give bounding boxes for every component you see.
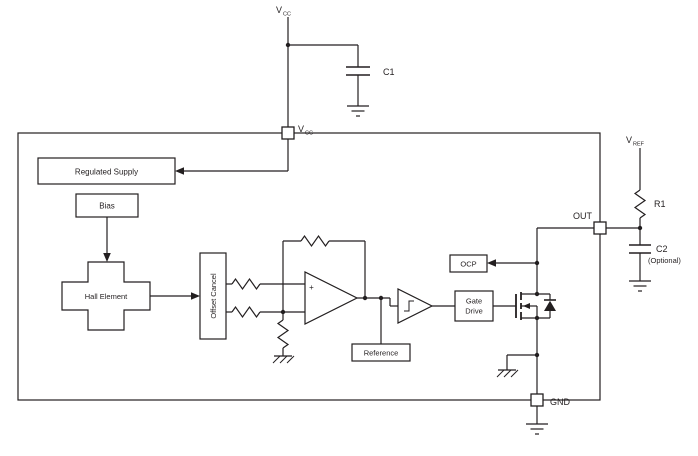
- vcc-pin-pad: [281, 126, 295, 140]
- bias-label: Bias: [99, 202, 115, 211]
- regulated-supply-box: [37, 157, 176, 185]
- reference-block: Reference: [351, 298, 411, 362]
- vcc-supply-rail: V CC: [276, 5, 359, 127]
- body-diode: [544, 294, 556, 318]
- reference-label: Reference: [364, 349, 399, 358]
- vref-label-sub: REF: [633, 142, 645, 148]
- hall-element-cross: [61, 261, 151, 331]
- gate-drive-label-line2: Drive: [465, 307, 483, 316]
- hall-element-block: Hall Element: [61, 261, 200, 331]
- gate-drive-label-line1: Gate: [466, 297, 482, 306]
- gate-drive-box: [454, 290, 494, 322]
- vref-label: V: [626, 135, 632, 145]
- vcc-pin: V CC: [281, 124, 313, 140]
- gnd-pin: GND: [526, 393, 571, 435]
- vcc-pin-label-sub: CC: [305, 131, 313, 137]
- arrowhead: [191, 292, 200, 300]
- ground-symbol: [629, 280, 651, 292]
- regulated-supply-block: Regulated Supply: [37, 139, 289, 185]
- offset-cancel-block: Offset Cancel: [199, 252, 227, 340]
- hysteresis-icon: [404, 300, 414, 312]
- gnd-pin-pad: [530, 393, 544, 407]
- reference-box: [351, 343, 411, 362]
- resistor-zigzag: [231, 305, 261, 319]
- resistor-r1: V REF R1: [626, 135, 666, 228]
- chassis-ground-symbol: [272, 355, 295, 364]
- schmitt-triangle: [397, 288, 434, 324]
- op-amp: +: [304, 271, 398, 325]
- ic-boundary: [17, 132, 601, 401]
- regulated-supply-label: Regulated Supply: [75, 168, 138, 177]
- ocp-label: OCP: [460, 260, 476, 269]
- ground-symbol: [526, 423, 548, 435]
- out-pin: OUT: [537, 211, 643, 235]
- out-label: OUT: [573, 211, 593, 221]
- arrowhead: [487, 259, 496, 267]
- ocp-box: [449, 254, 488, 273]
- arrowhead: [103, 253, 111, 262]
- vcc-top-label-sub: CC: [283, 12, 291, 18]
- capacitor-c1: C1: [346, 66, 395, 117]
- op-amp-triangle: [304, 271, 359, 325]
- offset-cancel-label: Offset Cancel: [209, 273, 218, 319]
- gate-drive-block: Gate Drive: [454, 290, 516, 322]
- r1-label: R1: [654, 199, 666, 209]
- resistor-zigzag: [231, 277, 261, 291]
- junction-dot: [534, 291, 540, 297]
- bias-block: Bias: [75, 193, 139, 262]
- resistor-zigzag: [276, 319, 290, 349]
- ground-symbol: [347, 105, 369, 117]
- c1-label: C1: [383, 67, 395, 77]
- diode-triangle: [544, 300, 556, 311]
- mosfet-bulk-arrow: [523, 303, 530, 309]
- op-amp-plus-input: +: [309, 283, 314, 292]
- schmitt-trigger: [397, 288, 455, 324]
- gnd-label: GND: [550, 397, 571, 407]
- chassis-ground-symbol: [496, 369, 519, 378]
- resistor-zigzag: [300, 234, 330, 248]
- ocp-block: OCP: [449, 254, 540, 273]
- vcc-pin-label: V: [298, 124, 304, 134]
- output-mosfet: [515, 228, 550, 394]
- arrowhead: [175, 167, 184, 175]
- offset-cancel-box: [199, 252, 227, 340]
- out-pin-pad: [593, 221, 607, 235]
- hall-element-label: Hall Element: [85, 292, 128, 301]
- c2-label: C2: [656, 244, 668, 254]
- feedback-resistor: [282, 234, 368, 312]
- vcc-top-label: V: [276, 5, 282, 15]
- capacitor-c2: C2 (Optional): [629, 228, 681, 292]
- internal-ground-stub: [496, 352, 540, 378]
- c2-optional-label: (Optional): [648, 256, 681, 265]
- resistor-zigzag: [633, 189, 647, 219]
- ground-resistor: [272, 312, 295, 364]
- input-resistors: [226, 277, 305, 319]
